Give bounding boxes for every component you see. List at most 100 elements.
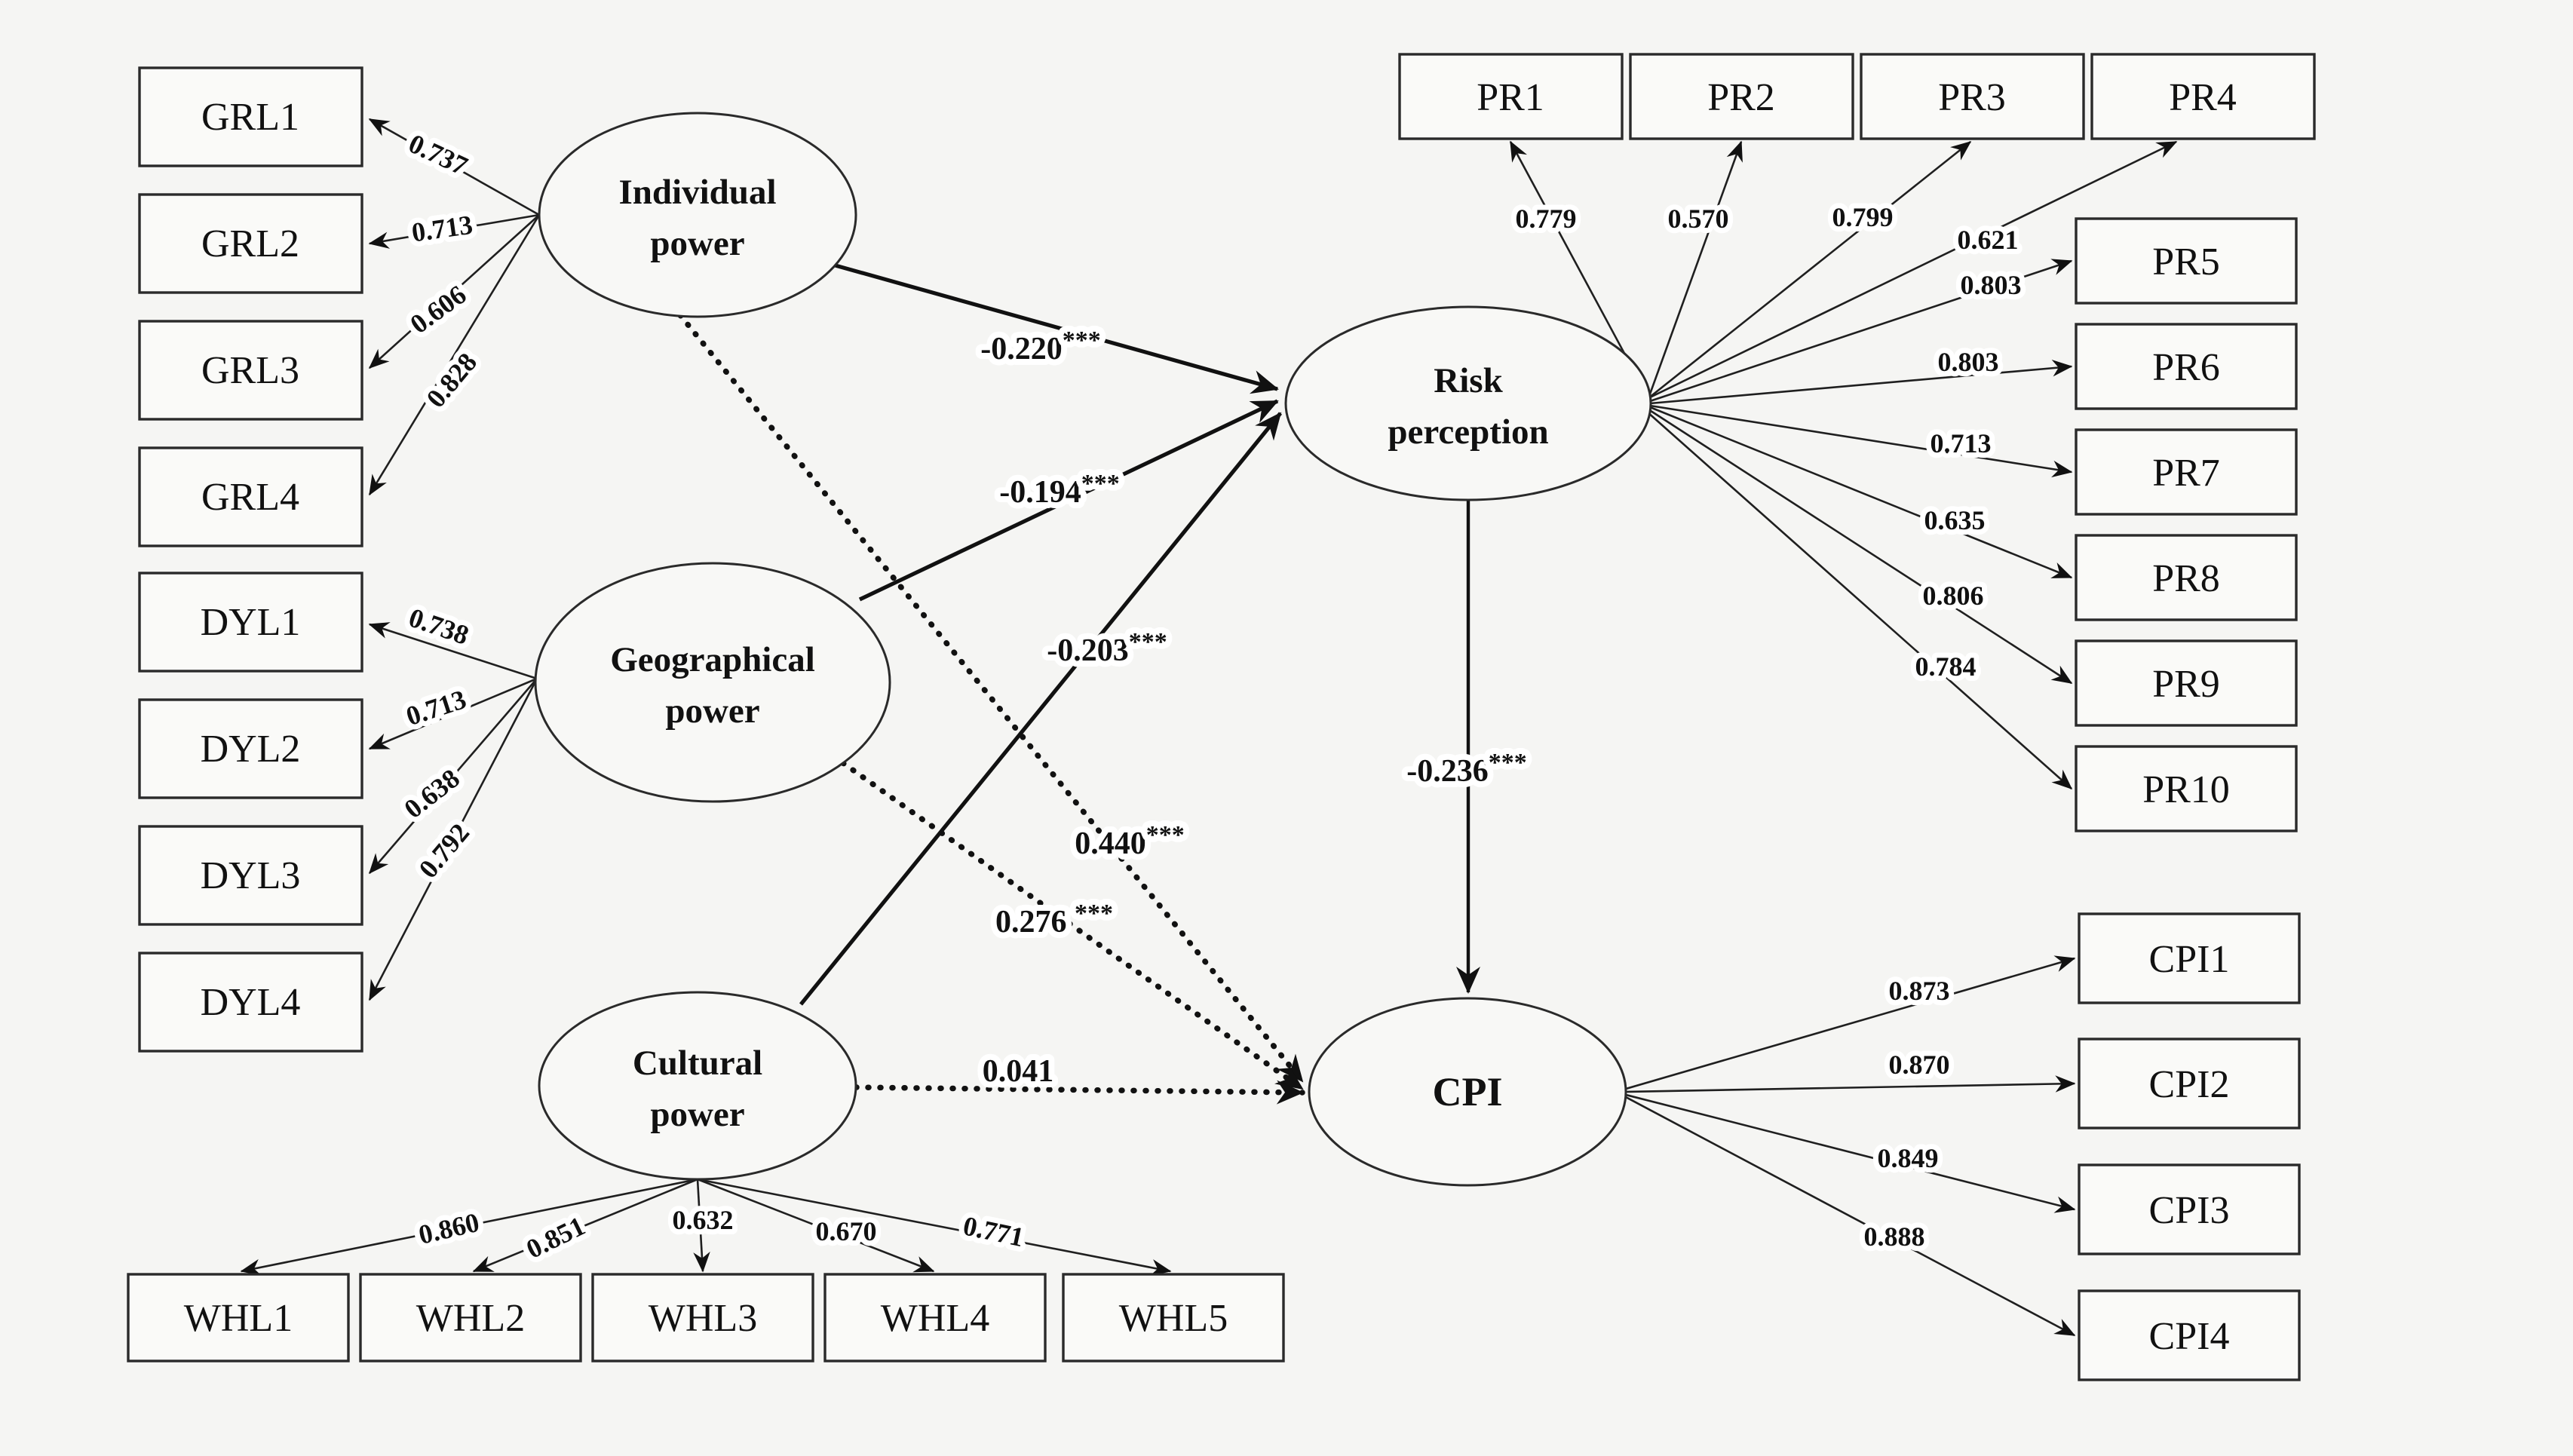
indicator-box-PR10: [2075, 745, 2298, 832]
path-cultural-cpi-label: 0.041: [983, 1054, 1054, 1089]
loading-line-PR4: [1648, 140, 2178, 400]
latent-cultural-label-2: power: [650, 1095, 744, 1134]
loading-value-DYL2: 0.713: [403, 684, 470, 731]
path-individual-cpi-label: 0.440***: [1075, 821, 1185, 861]
indicator-label-DYL3: DYL3: [201, 854, 301, 897]
loading-line-DYL1: [368, 622, 538, 680]
path-geographical-cpi-label: 0.276 ***: [995, 900, 1113, 940]
latent-cpi: [1308, 997, 1627, 1187]
indicator-label-GRL2: GRL2: [201, 222, 299, 265]
path-geographical-cpi-line: [840, 760, 1305, 1092]
loading-line-CPI4: [1625, 1096, 2076, 1337]
indicator-label-DYL2: DYL2: [201, 728, 301, 771]
loading-line-PR6: [1649, 360, 2073, 405]
loading-line-PR10: [1646, 411, 2073, 789]
indicator-box-PR4: [2090, 53, 2316, 140]
loading-value-PR3: 0.799: [1832, 202, 1894, 232]
indicator-box-WHL4: [823, 1273, 1047, 1363]
latent-risk-perception: [1284, 305, 1652, 501]
loading-value-PR6: 0.803: [1938, 347, 1999, 377]
loading-line-WHL5: [697, 1178, 1172, 1277]
loading-value-PR9: 0.806: [1923, 581, 1984, 611]
indicator-label-PR4: PR4: [2169, 76, 2237, 119]
loading-value-PR2: 0.570: [1668, 204, 1729, 234]
loading-value-WHL4: 0.670: [816, 1216, 877, 1246]
loading-line-PR3: [1648, 140, 1972, 400]
indicator-box-PR2: [1629, 53, 1854, 140]
indicator-label-CPI3: CPI3: [2149, 1189, 2230, 1232]
loading-line-PR9: [1648, 408, 2073, 685]
indicator-box-PR8: [2075, 534, 2298, 621]
indicator-label-CPI2: CPI2: [2149, 1063, 2230, 1106]
loading-value-WHL3: 0.632: [673, 1205, 734, 1235]
indicator-label-WHL2: WHL2: [416, 1297, 525, 1340]
path-cultural-risk-line: [799, 412, 1283, 1006]
indicator-label-GRL4: GRL4: [201, 476, 299, 519]
indicator-box-WHL3: [591, 1273, 814, 1363]
loading-line-WHL3: [693, 1179, 710, 1273]
indicator-label-WHL5: WHL5: [1119, 1297, 1228, 1340]
loading-value-WHL1: 0.860: [416, 1207, 482, 1250]
indicator-box-GRL2: [138, 193, 363, 294]
loading-value-GRL4: 0.828: [420, 347, 483, 413]
loading-line-PR5: [1649, 259, 2073, 403]
indicator-label-GRL1: GRL1: [201, 96, 299, 139]
loading-value-DYL4: 0.792: [412, 817, 475, 884]
indicator-box-PR3: [1860, 53, 2085, 140]
loading-value-GRL2: 0.713: [409, 210, 474, 248]
indicator-box-WHL5: [1062, 1273, 1285, 1363]
loading-line-GRL4: [368, 214, 541, 496]
loading-line-PR7: [1649, 404, 2073, 478]
path-individual-cpi-line: [677, 312, 1305, 1084]
indicator-label-DYL1: DYL1: [201, 601, 301, 644]
loading-value-GRL3: 0.606: [404, 279, 471, 339]
indicator-label-WHL4: WHL4: [881, 1297, 989, 1340]
loading-value-WHL2: 0.851: [522, 1210, 590, 1264]
latent-geographical-label-1: Geographical: [610, 640, 815, 679]
indicator-label-CPI1: CPI1: [2149, 938, 2230, 981]
latent-geographical-label-2: power: [665, 691, 759, 731]
loading-value-PR5: 0.803: [1961, 270, 2022, 300]
loading-line-PR2: [1647, 140, 1743, 399]
indicator-box-WHL1: [127, 1273, 350, 1363]
indicator-label-PR7: PR7: [2152, 452, 2220, 495]
indicator-label-DYL4: DYL4: [201, 981, 301, 1024]
loading-line-WHL2: [472, 1178, 698, 1273]
loading-value-CPI4: 0.888: [1864, 1222, 1925, 1252]
loading-line-CPI2: [1625, 1075, 2076, 1093]
path-cultural-cpi-line: [853, 1080, 1305, 1105]
indicator-box-DYL1: [138, 572, 363, 673]
loading-line-WHL1: [240, 1178, 698, 1276]
latent-individual-label-2: power: [650, 224, 744, 263]
latent-risk-label-1: Risk: [1434, 361, 1503, 400]
indicator-box-GRL4: [138, 446, 363, 547]
loading-value-PR1: 0.779: [1516, 204, 1577, 234]
latent-cultural-label-1: Cultural: [633, 1044, 762, 1083]
loading-line-GRL1: [368, 118, 540, 216]
loading-line-PR8: [1649, 406, 2073, 579]
path-geographical-risk-line: [858, 399, 1279, 602]
indicator-box-GRL1: [138, 66, 363, 167]
path-risk-cpi-label: -0.236***: [1406, 749, 1527, 789]
indicator-box-PR6: [2075, 323, 2298, 410]
loading-line-GRL2: [368, 213, 540, 249]
indicator-box-PR9: [2075, 639, 2298, 727]
indicator-box-CPI3: [2078, 1163, 2301, 1255]
indicator-box-CPI4: [2078, 1289, 2301, 1381]
indicator-label-PR10: PR10: [2142, 768, 2230, 811]
loading-line-CPI3: [1625, 1093, 2076, 1213]
loading-value-PR7: 0.713: [1931, 428, 1992, 458]
latent-individual-label-1: Individual: [618, 173, 776, 212]
latent-individual-power: [538, 112, 857, 318]
loading-value-PR10: 0.784: [1915, 651, 1977, 682]
loading-value-PR4: 0.621: [1958, 225, 2019, 255]
latent-risk-label-2: perception: [1388, 412, 1548, 452]
loading-value-CPI3: 0.849: [1878, 1143, 1939, 1173]
loading-value-DYL1: 0.738: [405, 602, 473, 651]
path-individual-risk-line: [808, 256, 1279, 394]
indicator-box-PR5: [2075, 217, 2298, 305]
latent-cpi-label: CPI: [1433, 1069, 1503, 1114]
indicator-label-PR1: PR1: [1477, 76, 1544, 119]
indicator-label-PR6: PR6: [2152, 346, 2220, 389]
